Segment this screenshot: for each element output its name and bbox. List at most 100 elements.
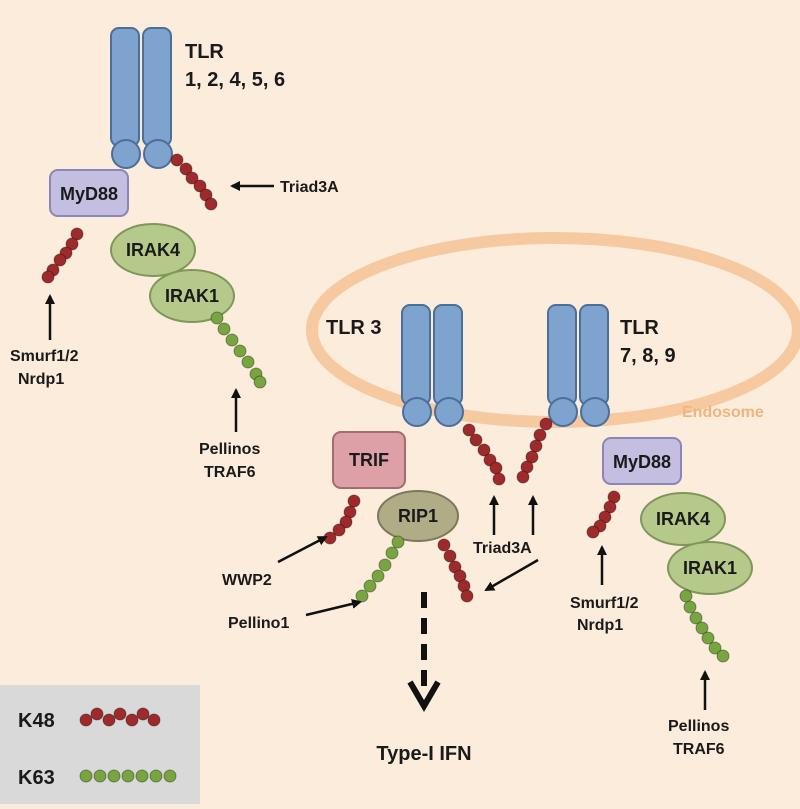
ubiquitin-bead [135, 769, 149, 783]
arrow-pellino1 [305, 599, 362, 617]
ubiquitin-bead [469, 433, 483, 447]
k63-chain-rip1 [355, 535, 405, 603]
ubiquitin-bead [492, 472, 506, 486]
type-i-ifn-arrow [407, 592, 441, 712]
ubiquitin-chains [41, 153, 730, 663]
pellino1-label: Pellino1 [228, 615, 289, 632]
rip1 [377, 490, 459, 542]
ubiquitin-bead [204, 197, 218, 211]
irak4-top [110, 223, 196, 277]
ubiquitin-bead [332, 523, 346, 537]
ubiquitin-bead [121, 769, 135, 783]
legend-box [0, 685, 200, 804]
ubiquitin-bead [163, 769, 177, 783]
ubiquitin-bead [147, 713, 161, 727]
ubiquitin-bead [525, 450, 539, 464]
k48-chain-rip1 [437, 538, 474, 603]
ubiquitin-bead [462, 423, 476, 437]
ubiquitin-bead [708, 641, 722, 655]
ubiquitin-bead [695, 621, 709, 635]
arrow-wwp2 [277, 535, 328, 564]
k48-chain-tlr3 [462, 423, 506, 486]
tlr789-numbers: 7, 8, 9 [620, 345, 676, 367]
type-i-ifn-label: Type-I IFN [376, 743, 471, 765]
ubiquitin-bead [136, 707, 150, 721]
ubiquitin-bead [347, 494, 361, 508]
ubiquitin-bead [339, 515, 353, 529]
pellinos-top-line1: Pellinos [199, 441, 260, 458]
trif-box [332, 431, 406, 489]
irak4-right [640, 492, 726, 546]
legend-beads [79, 707, 177, 783]
ubiquitin-bead [385, 546, 399, 560]
trif-label: TRIF [349, 450, 389, 470]
legend-k48-beads [79, 707, 161, 727]
ubiquitin-bead [113, 707, 127, 721]
k63-chain-irak1-right [679, 589, 730, 663]
ubiquitin-bead [107, 769, 121, 783]
ubiquitin-bead [437, 538, 451, 552]
tlr3-name: TLR 3 [326, 317, 382, 339]
smurf-top-line2: Nrdp1 [18, 371, 64, 388]
ubiquitin-bead [253, 375, 267, 389]
irak1-top [149, 269, 235, 323]
endosome-label: Endosome [682, 404, 764, 421]
k48-chain-trif [323, 494, 361, 545]
regulator-arrows [45, 181, 710, 710]
ubiquitin-bead [210, 311, 224, 325]
ubiquitin-bead [233, 344, 247, 358]
k48-chain-tlr-surface [170, 153, 218, 211]
ubiquitin-bead [217, 322, 231, 336]
smurf-right-line2: Nrdp1 [577, 617, 623, 634]
ubiquitin-bead [41, 270, 55, 284]
ubiquitin-bead [378, 558, 392, 572]
triad3a-top-label: Triad3A [280, 179, 339, 196]
irak4-right-label: IRAK4 [656, 509, 710, 529]
ubiquitin-bead [539, 417, 553, 431]
ubiquitin-bead [391, 535, 405, 549]
myd88-top-box [49, 169, 129, 217]
ubiquitin-bead [355, 589, 369, 603]
ubiquitin-bead [90, 707, 104, 721]
ubiquitin-bead [701, 631, 715, 645]
ubiquitin-bead [363, 579, 377, 593]
tlr789-name: TLR [620, 317, 659, 339]
wwp2-label: WWP2 [222, 572, 272, 589]
irak1-right-label: IRAK1 [683, 558, 737, 578]
irak4-top-label: IRAK4 [126, 240, 180, 260]
pellinos-right-line2: TRAF6 [673, 741, 725, 758]
ubiquitin-bead [689, 611, 703, 625]
ubiquitin-bead [241, 355, 255, 369]
myd88-top-label: MyD88 [60, 184, 118, 204]
ubiquitin-bead [683, 600, 697, 614]
ubiquitin-bead [533, 428, 547, 442]
ubiquitin-bead [489, 461, 503, 475]
ubiquitin-bead [443, 549, 457, 563]
tlr789-receptor [547, 304, 610, 427]
ubiquitin-bead [125, 713, 139, 727]
ubiquitin-bead [716, 649, 730, 663]
ubiquitin-bead [70, 227, 84, 241]
myd88-right-label: MyD88 [613, 452, 671, 472]
arrow-triad3a-down [484, 558, 539, 592]
ubiquitin-bead [53, 253, 67, 267]
k63-chain-irak1-top [210, 311, 267, 389]
ubiquitin-bead [93, 769, 107, 783]
ubiquitin-bead [586, 525, 600, 539]
irak1-right [667, 541, 753, 595]
k48-chain-myd88-top [41, 227, 84, 284]
k48-chain-myd88-right [586, 490, 621, 539]
ubiquitin-bead [225, 333, 239, 347]
legend-k48-label: K48 [18, 710, 55, 732]
ubiquitin-bead [185, 171, 199, 185]
ubiquitin-bead [102, 713, 116, 727]
triad3a-mid-label: Triad3A [473, 540, 532, 557]
tlr3-receptor [401, 304, 464, 427]
ubiquitin-bead [193, 179, 207, 193]
ubiquitin-bead [79, 713, 93, 727]
legend-k63-beads [79, 769, 177, 783]
k48-chain-tlr789 [516, 417, 553, 484]
ubiquitin-bead [516, 470, 530, 484]
irak1-top-label: IRAK1 [165, 286, 219, 306]
